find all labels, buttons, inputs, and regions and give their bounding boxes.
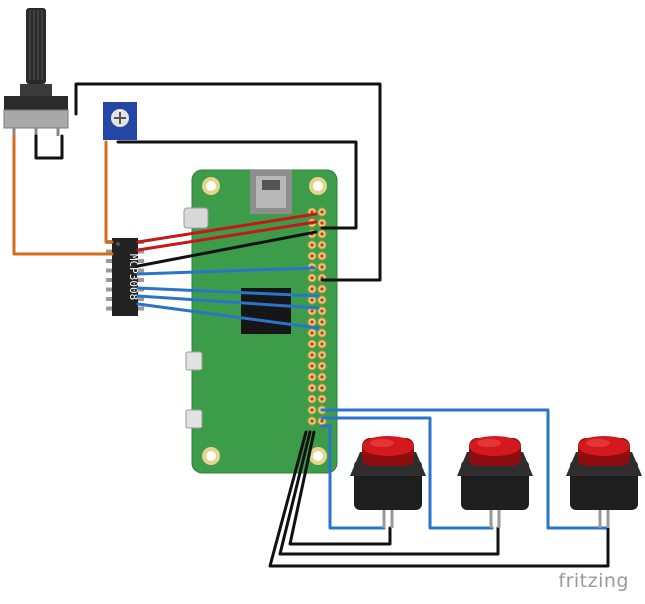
wire-black-trimmer bbox=[116, 140, 358, 230]
gpio-pin-hole bbox=[310, 287, 314, 291]
gpio-pin-hole bbox=[320, 320, 324, 324]
chip-label: MCP3008 bbox=[127, 254, 140, 300]
wire-blue-button-2 bbox=[320, 416, 494, 530]
trimmer-potentiometer bbox=[103, 102, 137, 140]
push-button-1 bbox=[350, 436, 426, 528]
gpio-pin-hole bbox=[310, 254, 314, 258]
gpio-pin-hole bbox=[320, 331, 324, 335]
wire-blue-1 bbox=[136, 266, 316, 276]
gpio-pin-hole bbox=[320, 397, 324, 401]
chip-pin bbox=[137, 278, 144, 282]
usb-port-1 bbox=[185, 351, 203, 371]
chip-pin bbox=[106, 297, 113, 301]
wire-blue-button-1 bbox=[320, 408, 608, 530]
gpio-pin-hole bbox=[320, 232, 324, 236]
gpio-pin-hole bbox=[320, 386, 324, 390]
mini-hdmi-port bbox=[183, 207, 209, 229]
usb-port-2 bbox=[185, 409, 203, 429]
wire-black-button-3 bbox=[288, 430, 392, 546]
gpio-pin-hole bbox=[320, 375, 324, 379]
gpio-pin-hole bbox=[320, 309, 324, 313]
wire-black-chip bbox=[136, 230, 318, 268]
chip-pin bbox=[137, 268, 144, 273]
wire-blue-3 bbox=[136, 294, 320, 310]
gpio-pin-hole bbox=[310, 408, 314, 412]
gpio-pin-hole bbox=[320, 221, 324, 225]
push-button-3 bbox=[566, 436, 642, 528]
gpio-pin-hole bbox=[320, 353, 324, 357]
gpio-pin-hole bbox=[310, 276, 314, 280]
gpio-pin-hole bbox=[310, 386, 314, 390]
chip-pin bbox=[106, 259, 113, 263]
push-button-2 bbox=[457, 436, 533, 528]
wire-blue-2 bbox=[136, 286, 320, 298]
gpio-pin-hole bbox=[320, 364, 324, 368]
gpio-pin-hole bbox=[310, 298, 314, 302]
gpio-pin-hole bbox=[310, 353, 314, 357]
wires bbox=[12, 82, 610, 568]
gpio-pin-hole bbox=[310, 375, 314, 379]
wire-orange-trimmer bbox=[104, 140, 114, 244]
gpio-pin-hole bbox=[310, 331, 314, 335]
wire-red-1 bbox=[136, 212, 318, 244]
wire-blue-4 bbox=[136, 302, 320, 330]
mounting-holes bbox=[202, 177, 327, 465]
gpio-pin-hole bbox=[320, 298, 324, 302]
chip-pin bbox=[106, 249, 113, 254]
wire-black-button-2 bbox=[278, 430, 500, 556]
chip-pin bbox=[106, 287, 113, 292]
wire-red-2 bbox=[136, 220, 318, 252]
gpio-pin-hole bbox=[310, 364, 314, 368]
gpio-pin-hole bbox=[310, 309, 314, 313]
gpio-pin-hole bbox=[320, 419, 324, 423]
chip-pin bbox=[106, 306, 113, 311]
gpio-pin-hole bbox=[310, 210, 314, 214]
chip-pin bbox=[106, 278, 113, 282]
chip-pin bbox=[137, 306, 144, 311]
sd-card-slot bbox=[250, 170, 292, 214]
gpio-pin-hole bbox=[310, 243, 314, 247]
gpio-pin-hole bbox=[310, 320, 314, 324]
wire-black-top bbox=[74, 82, 382, 282]
gpio-pin-hole bbox=[320, 210, 324, 214]
gpio-pin-hole bbox=[320, 265, 324, 269]
wire-black-button-1 bbox=[268, 430, 610, 568]
rotary-potentiometer bbox=[3, 8, 69, 136]
wire-orange-pot bbox=[12, 134, 114, 256]
wire-black-pot bbox=[34, 134, 64, 160]
chip-pin bbox=[137, 259, 144, 263]
fritzing-watermark: fritzing bbox=[558, 570, 629, 592]
gpio-pin-hole bbox=[310, 397, 314, 401]
push-buttons bbox=[350, 436, 642, 528]
gpio-pin-hole bbox=[320, 243, 324, 247]
gpio-pin-hole bbox=[310, 419, 314, 423]
chip-pin bbox=[106, 268, 113, 273]
gpio-pin-hole bbox=[320, 254, 324, 258]
gpio-pin-hole bbox=[310, 342, 314, 346]
gpio-pin-hole bbox=[320, 287, 324, 291]
wire-blue-button-3 bbox=[320, 424, 386, 530]
chip-pin bbox=[137, 249, 144, 254]
chip-pin bbox=[137, 297, 144, 301]
gpio-pin-hole bbox=[320, 342, 324, 346]
